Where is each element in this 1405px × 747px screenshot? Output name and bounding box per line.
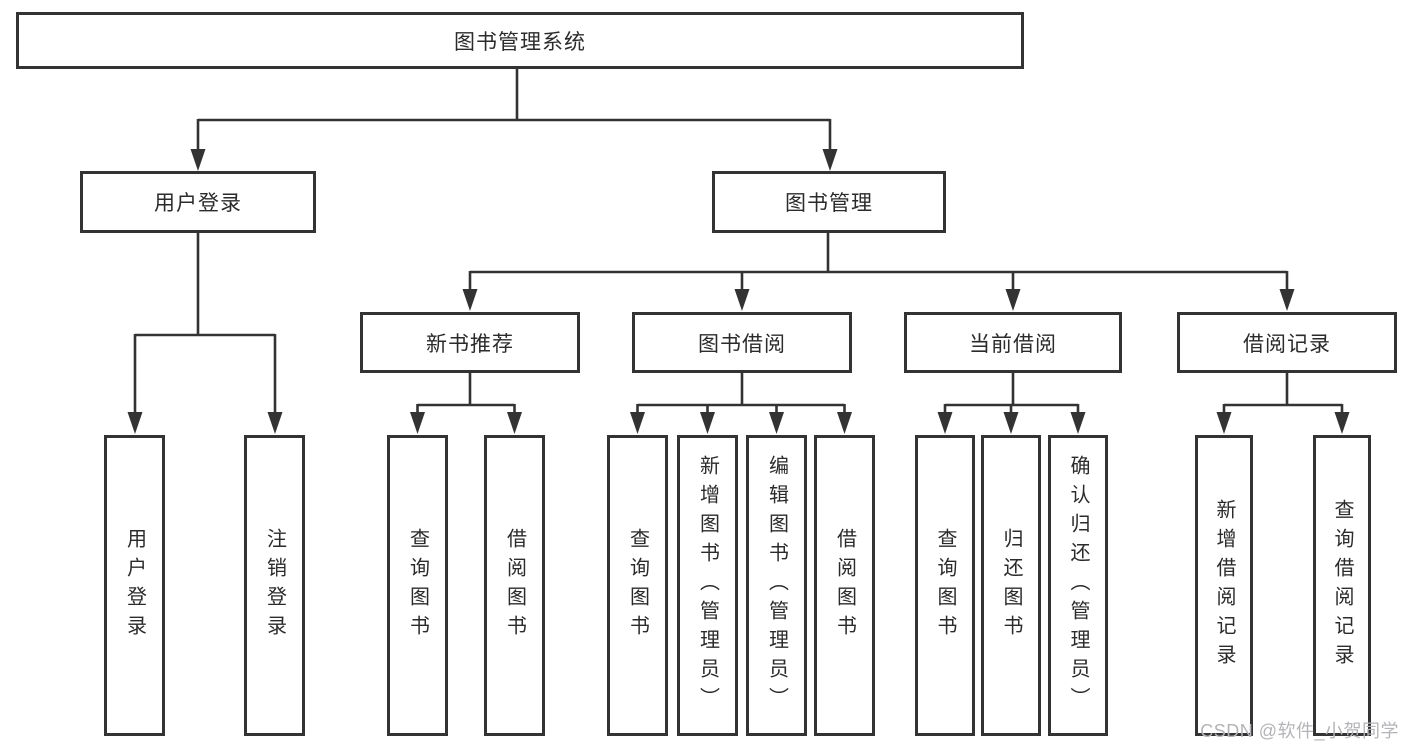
leaf-borrow-books: 借阅图书 [814, 435, 875, 736]
node-book-management: 图书管理 [712, 171, 946, 233]
leaf-query-books-current: 查询图书 [915, 435, 975, 736]
connector-book-mgmt-children [462, 232, 1295, 311]
leaf-borrow-books-recommend: 借阅图书 [484, 435, 545, 736]
node-user-login: 用户登录 [80, 171, 316, 233]
connector-book-borrow-children [630, 372, 852, 434]
node-book-borrowing: 图书借阅 [632, 312, 852, 373]
leaf-return-books: 归还图书 [981, 435, 1041, 736]
connector-new-book-children [410, 372, 522, 434]
leaf-confirm-return-admin: 确认归还（管理员） [1048, 435, 1108, 736]
connector-borrow-records-children [1216, 372, 1350, 434]
leaf-add-borrow-record: 新增借阅记录 [1195, 435, 1253, 736]
connector-user-login-children [127, 232, 283, 434]
leaf-add-books-admin: 新增图书（管理员） [677, 435, 738, 736]
leaf-edit-books-admin: 编辑图书（管理员） [746, 435, 807, 736]
leaf-user-login: 用户登录 [104, 435, 165, 736]
node-library-system-root: 图书管理系统 [16, 12, 1024, 69]
leaf-query-books-borrow: 查询图书 [607, 435, 668, 736]
leaf-query-borrow-record: 查询借阅记录 [1313, 435, 1371, 736]
leaf-logout: 注销登录 [244, 435, 305, 736]
leaf-query-books-recommend: 查询图书 [387, 435, 448, 736]
node-current-borrowing: 当前借阅 [904, 312, 1122, 373]
connector-root-to-level2 [190, 68, 838, 171]
connector-current-borrow-children [937, 372, 1086, 434]
node-borrowing-records: 借阅记录 [1177, 312, 1397, 373]
node-new-book-recommendation: 新书推荐 [360, 312, 580, 373]
watermark: CSDN @软件_小贺同学 [1200, 721, 1399, 741]
